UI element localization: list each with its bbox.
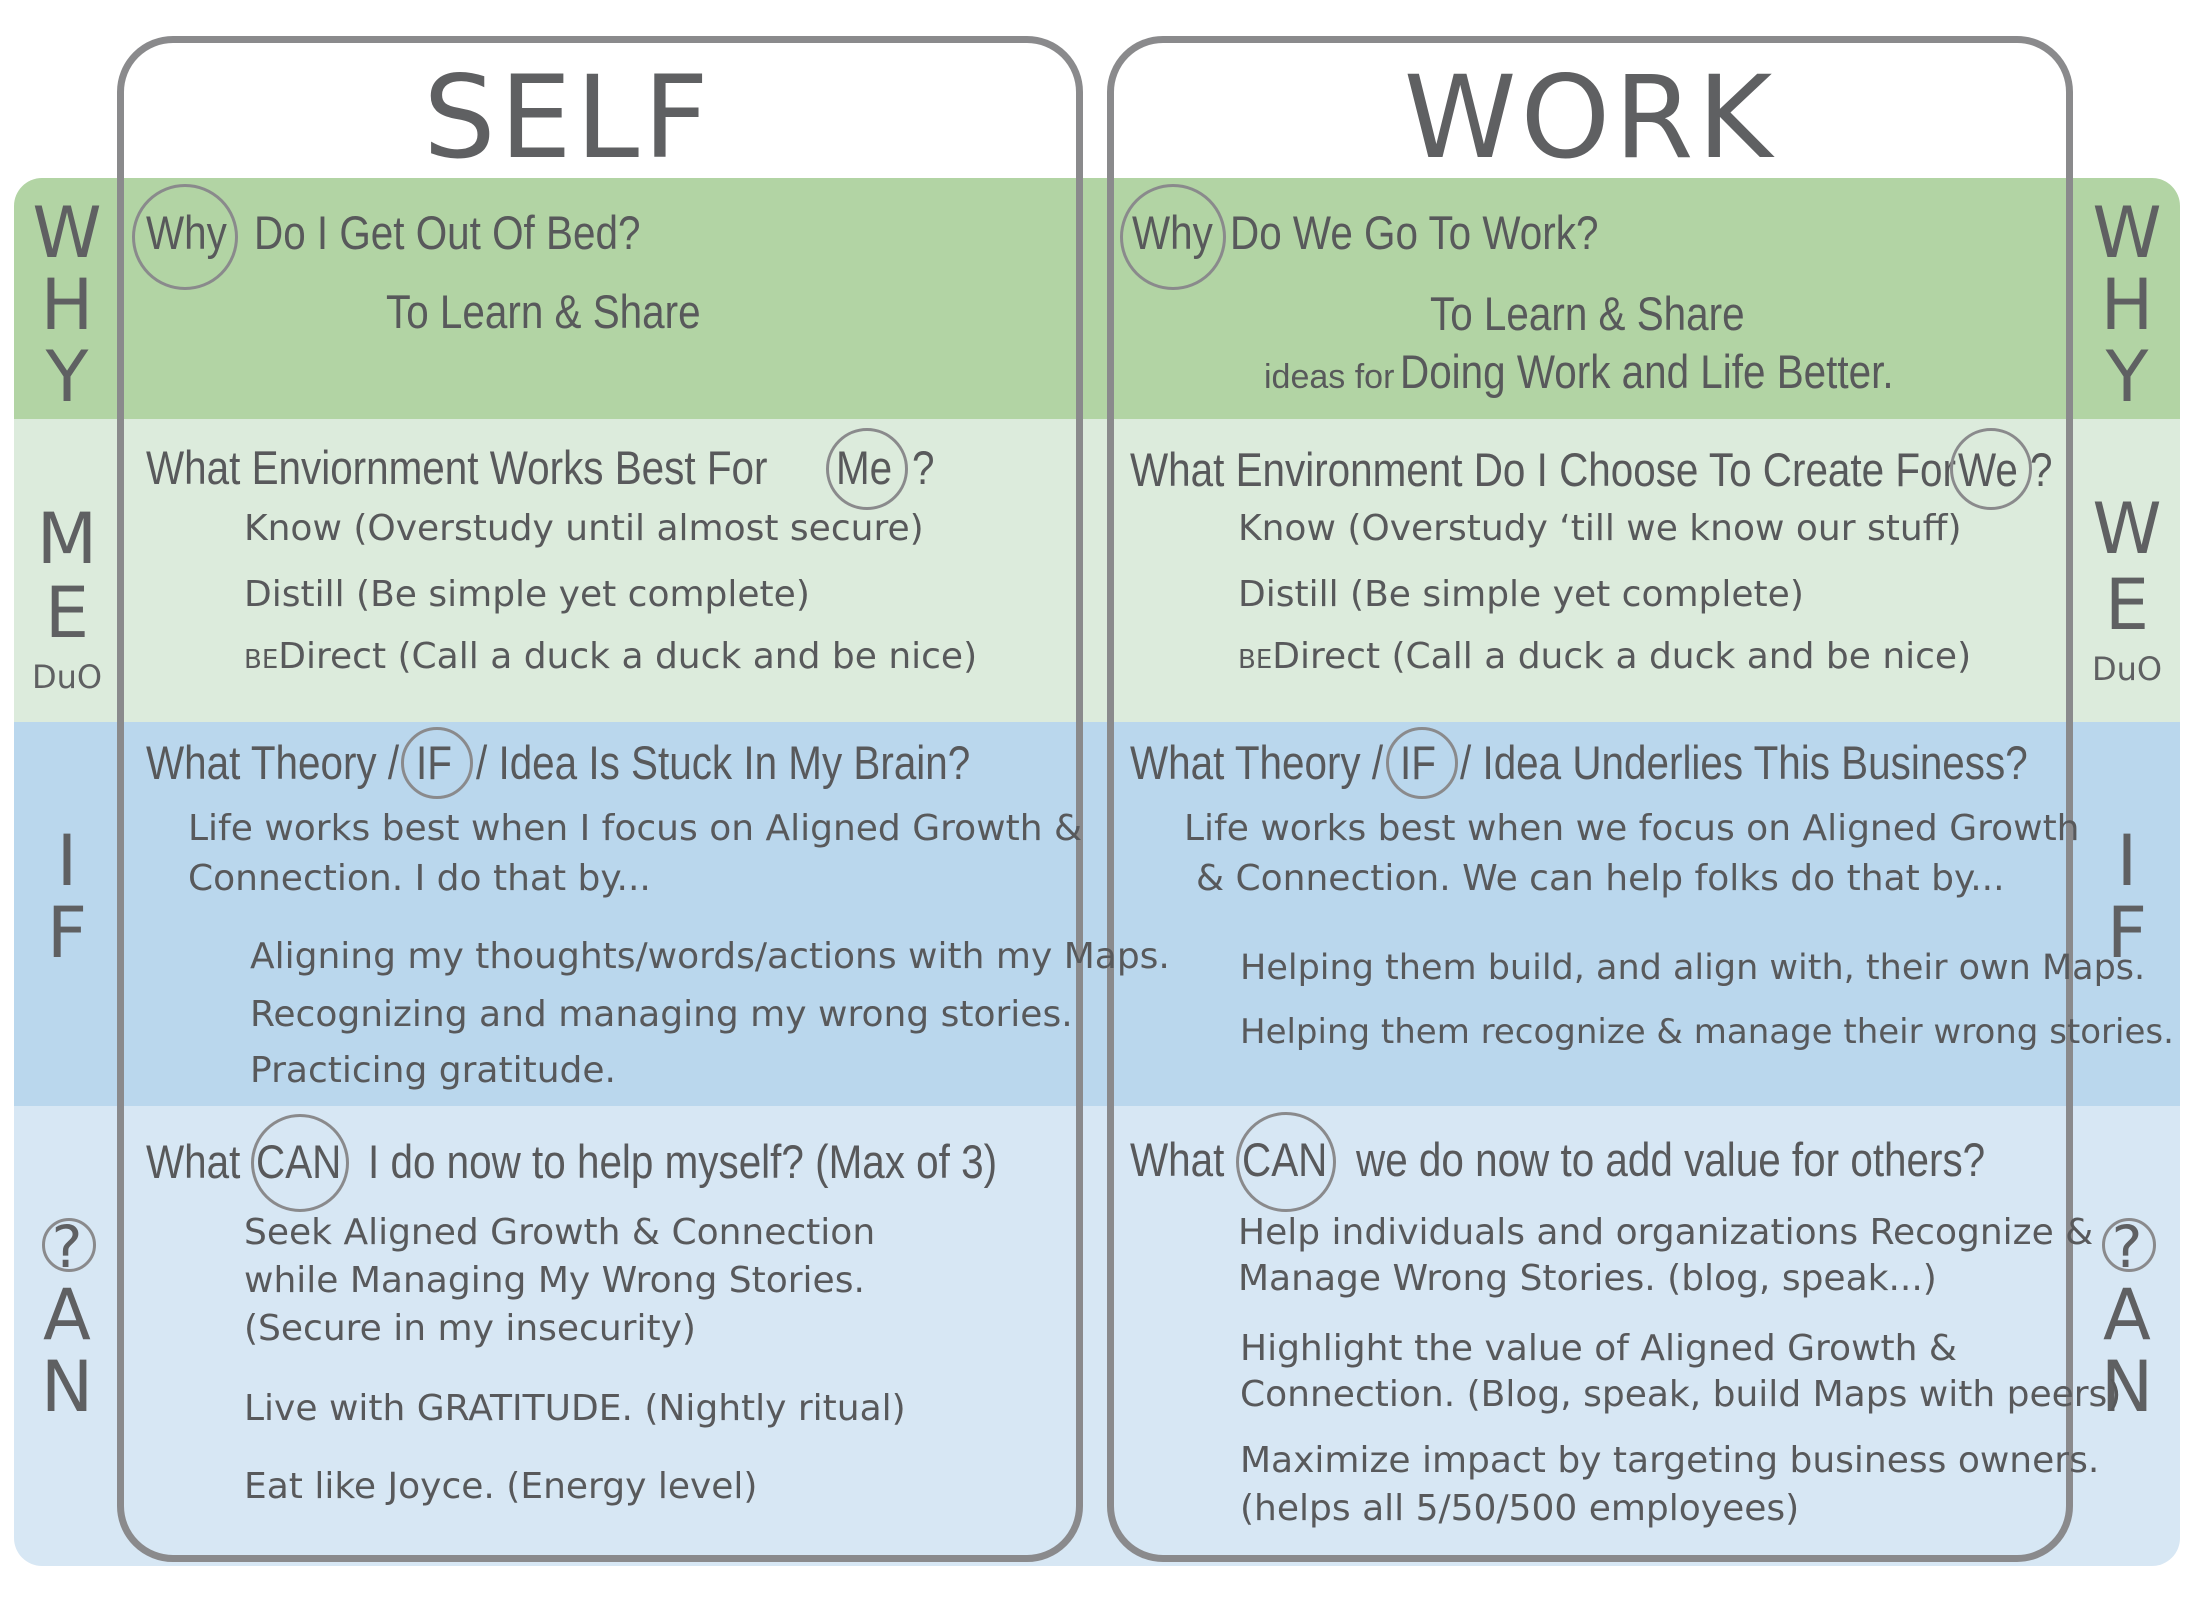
work-can-item-1-line-2: Manage Wrong Stories. (blog, speak...): [1238, 1258, 1937, 1299]
self-if-circled: IF: [416, 736, 452, 789]
work-why-answer: To Learn & Share: [1430, 287, 1745, 340]
self-can-item-1-line-1: Seek Aligned Growth & Connection: [244, 1212, 876, 1253]
self-can-question: What: [146, 1135, 241, 1188]
work-can-circle: [1236, 1112, 1336, 1212]
side-can-n: N: [40, 1346, 94, 1428]
self-why-circled: Why: [146, 206, 227, 259]
self-can-question-end: I do now to help myself? (Max of 3): [368, 1135, 998, 1188]
work-if-question: What Theory /: [1130, 736, 1384, 789]
side-can-a: A: [43, 1274, 91, 1356]
self-me-item-direct: BEDirect (Call a duck a duck and be nice…: [244, 636, 978, 677]
work-can-item-1-line-1: Help individuals and organizations Recog…: [1238, 1212, 2094, 1253]
work-we-question-end: ?: [2030, 443, 2053, 496]
work-if-intro-1: Life works best when we focus on Aligned…: [1184, 808, 2080, 849]
work-if-item-1: Helping them build, and align with, thei…: [1240, 948, 2146, 988]
side-me-e: E: [44, 572, 90, 654]
work-column-frame: [1107, 36, 2073, 1562]
self-can-item-1-line-3: (Secure in my insecurity): [244, 1308, 696, 1349]
self-me-circle: [826, 428, 908, 510]
self-can-circle: [251, 1114, 349, 1212]
side-can-c-ring-right: [2102, 1218, 2156, 1272]
work-can-circled: CAN: [1242, 1133, 1328, 1186]
work-if-question-end: / Idea Underlies This Business?: [1460, 736, 2028, 789]
self-me-question-end: ?: [912, 441, 935, 494]
work-why-circle: [1120, 184, 1226, 290]
work-can-item-2-line-1: Highlight the value of Aligned Growth &: [1240, 1328, 1957, 1369]
side-if-f: F: [46, 892, 88, 974]
side-me-m: M: [36, 498, 98, 580]
side-can-c-ring: [42, 1218, 96, 1272]
side-if-i: I: [56, 820, 78, 902]
self-if-intro-1: Life works best when I focus on Aligned …: [188, 808, 1083, 849]
work-why-question: Do We Go To Work?: [1230, 206, 1599, 259]
work-we-circle: [1950, 428, 2032, 510]
self-if-item-2: Recognizing and managing my wrong storie…: [250, 994, 1073, 1035]
work-if-item-2: Helping them recognize & manage their wr…: [1240, 1012, 2174, 1052]
self-why-question: Do I Get Out Of Bed?: [254, 206, 641, 259]
side-why-h: H: [40, 264, 94, 346]
work-why-circled: Why: [1132, 206, 1213, 259]
work-can-item-3-line-2: (helps all 5/50/500 employees): [1240, 1488, 1800, 1529]
self-if-question: What Theory /: [146, 736, 400, 789]
self-can-circled: CAN: [256, 1135, 342, 1188]
self-me-item-distill: Distill (Be simple yet complete): [244, 574, 810, 615]
self-can-item-3: Eat like Joyce. (Energy level): [244, 1466, 758, 1507]
self-me-item-know: Know (Overstudy until almost secure): [244, 508, 924, 549]
can-band: [14, 1106, 2180, 1566]
self-why-circle: [132, 184, 238, 290]
side-why-h-right: H: [2100, 264, 2154, 346]
work-if-intro-2: & Connection. We can help folks do that …: [1196, 858, 2005, 899]
side-why-y: Y: [45, 336, 89, 418]
self-why-answer: To Learn & Share: [386, 285, 701, 338]
work-can-question: What: [1130, 1133, 1225, 1186]
side-why-y-right: Y: [2105, 336, 2149, 418]
work-can-item-2-line-2: Connection. (Blog, speak, build Maps wit…: [1240, 1374, 2122, 1415]
self-column-frame: [117, 36, 1083, 1562]
me-band: [14, 419, 2180, 722]
if-band: [14, 722, 2180, 1106]
work-we-item-direct: BEDirect (Call a duck a duck and be nice…: [1238, 636, 1972, 677]
self-if-intro-2: Connection. I do that by...: [188, 858, 651, 899]
self-can-item-1-line-2: while Managing My Wrong Stories.: [244, 1260, 865, 1301]
side-if-i-right: I: [2116, 820, 2138, 902]
self-me-question: What Enviornment Works Best For: [146, 441, 768, 494]
side-if-f-right: F: [2106, 892, 2148, 974]
side-we-duo: DuO: [2091, 650, 2163, 688]
work-we-circled: We: [1958, 443, 2018, 496]
self-if-item-3: Practicing gratitude.: [250, 1050, 616, 1091]
work-we-item-know: Know (Overstudy ‘till we know our stuff): [1238, 508, 1962, 549]
work-can-item-3-line-1: Maximize impact by targeting business ow…: [1240, 1440, 2100, 1481]
work-we-question: What Environment Do I Choose To Create F…: [1130, 443, 1956, 496]
side-why-w: W: [32, 192, 102, 274]
self-if-circle: [401, 727, 473, 799]
side-we-w: W: [2092, 488, 2162, 570]
work-why-answer-2: ideas for Doing Work and Life Better.: [1264, 345, 1894, 398]
side-why-w-right: W: [2092, 192, 2162, 274]
self-column-title: SELF: [423, 51, 713, 184]
side-we-e: E: [2104, 564, 2150, 646]
work-column-title: WORK: [1403, 51, 1777, 184]
self-if-question-end: / Idea Is Stuck In My Brain?: [476, 736, 971, 789]
work-if-circle: [1386, 727, 1458, 799]
why-band: [14, 178, 2180, 419]
work-if-circled: IF: [1400, 736, 1436, 789]
self-can-item-2: Live with GRATITUDE. (Nightly ritual): [244, 1388, 906, 1429]
side-can-n-right: N: [2100, 1346, 2154, 1428]
side-me-duo: DuO: [31, 658, 103, 696]
self-me-circled: Me: [836, 441, 893, 494]
work-we-item-distill: Distill (Be simple yet complete): [1238, 574, 1804, 615]
work-can-question-end: we do now to add value for others?: [1356, 1133, 1986, 1186]
side-can-a-right: A: [2103, 1274, 2151, 1356]
self-if-item-1: Aligning my thoughts/words/actions with …: [250, 936, 1170, 977]
